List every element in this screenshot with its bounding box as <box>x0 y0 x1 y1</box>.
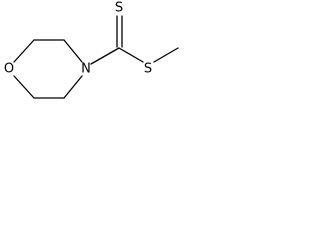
ring-bond-o-c-upper <box>13 39 35 63</box>
ring-bond-c-n-upper <box>63 39 83 63</box>
bond-n-c-thiocarbonyl <box>90 47 120 65</box>
bond-c-s-thioester <box>118 47 144 63</box>
morpholine-dithiocarbamate-structure: O N S S <box>4 1 179 99</box>
ring-bond-n-c-lower <box>63 75 83 99</box>
ring-bond-c-o-lower <box>13 75 35 99</box>
bond-s-methyl <box>153 47 179 63</box>
atom-label-thione-sulfur: S <box>115 1 123 16</box>
atom-label-oxygen: O <box>4 62 14 77</box>
atom-label-nitrogen: N <box>81 62 91 77</box>
atom-label-thioester-sulfur: S <box>144 62 152 77</box>
